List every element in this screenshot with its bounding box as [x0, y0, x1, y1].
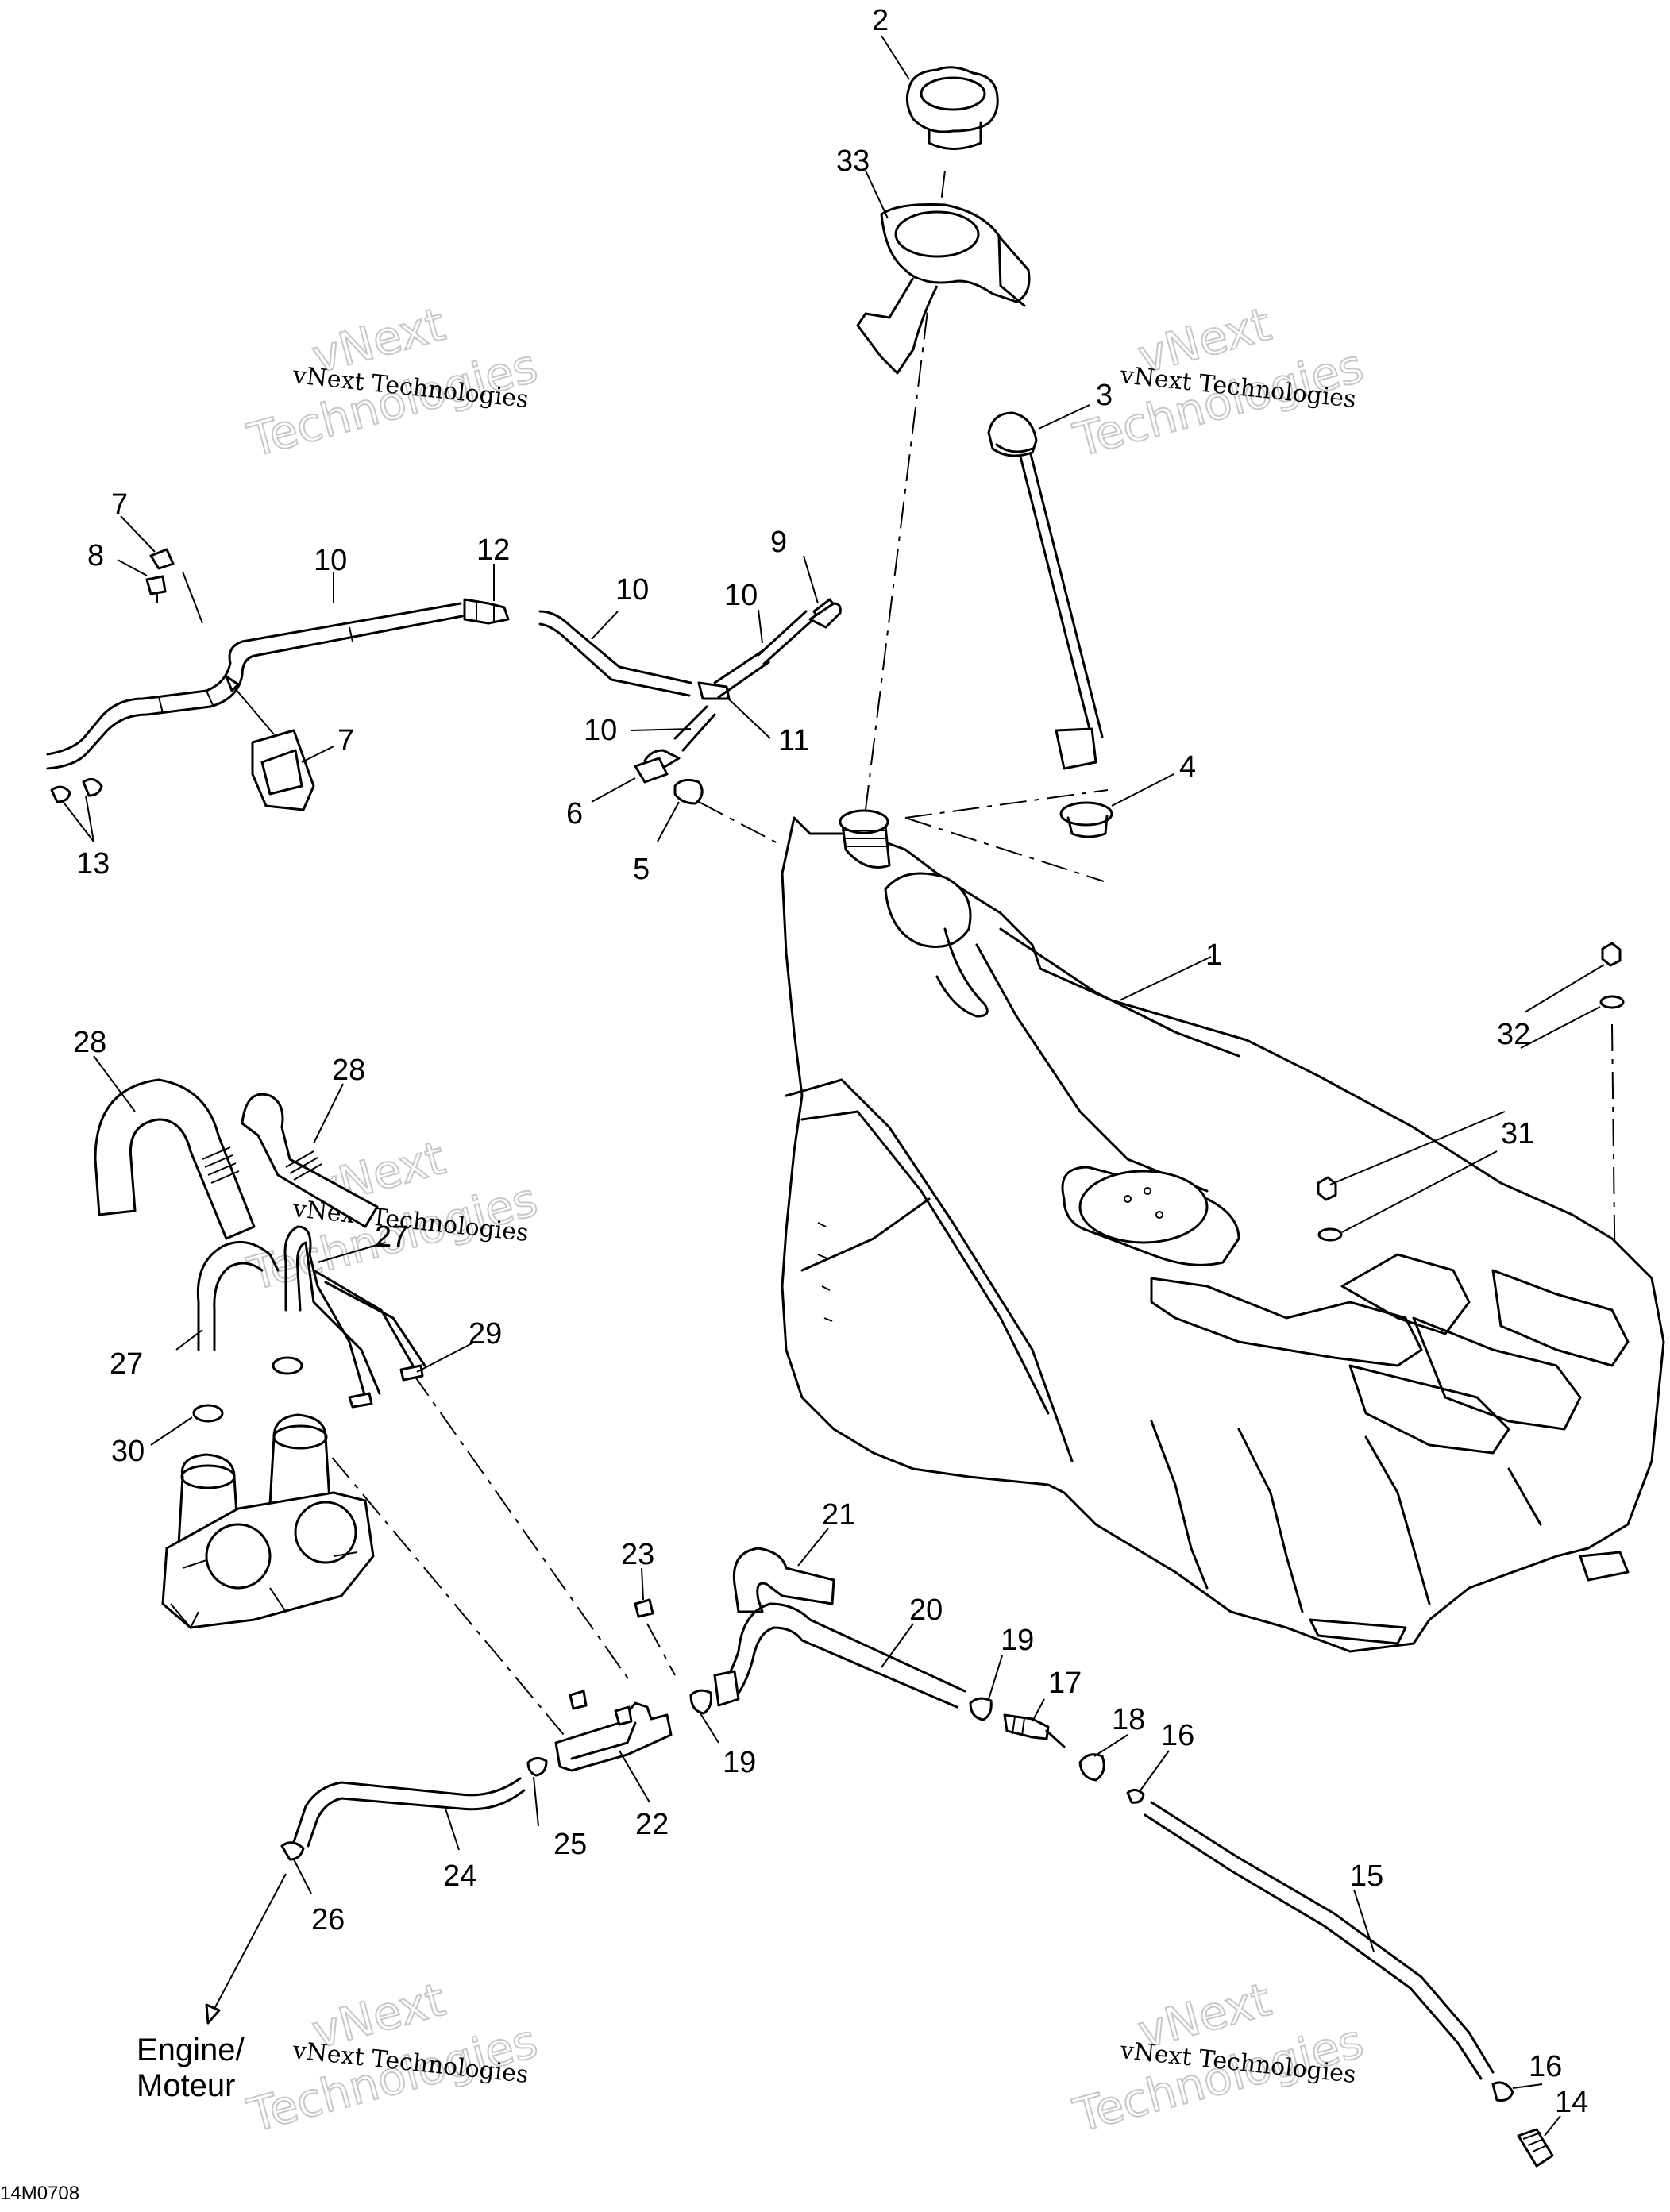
callout-2: 2 — [872, 4, 889, 37]
callout-33: 33 — [836, 145, 870, 178]
callout-31: 31 — [1501, 1117, 1534, 1150]
filler-bracket — [856, 203, 1031, 375]
callout-6: 6 — [566, 797, 583, 830]
callout-1: 1 — [1205, 938, 1222, 972]
callout-28-left: 28 — [73, 1026, 106, 1059]
callout-26: 26 — [311, 1903, 345, 1936]
carburetor-assembly — [94, 1078, 426, 1629]
callout-8: 8 — [87, 539, 104, 572]
diagram-code: 14M0708 — [0, 2183, 79, 2204]
fuel-level-sender — [987, 411, 1113, 838]
callout-10-a: 10 — [314, 544, 347, 577]
callout-7-top: 7 — [111, 488, 128, 522]
callout-22: 22 — [635, 1808, 669, 1841]
vent-hose-assembly — [46, 548, 842, 811]
callout-13: 13 — [76, 847, 110, 881]
callout-9: 9 — [770, 526, 787, 559]
fuel-cap — [905, 66, 999, 150]
tank-hardware — [1317, 942, 1625, 1242]
watermark-group-2: vNext Technologies vNext Technologies — [1067, 296, 1369, 468]
callout-25: 25 — [553, 1828, 587, 1861]
callout-23: 23 — [621, 1538, 654, 1571]
engine-label-line2: Moteur — [137, 2068, 236, 2103]
callout-7-bracket: 7 — [337, 724, 354, 757]
callout-19-a: 19 — [1001, 1624, 1034, 1657]
callout-20: 20 — [909, 1593, 943, 1627]
callout-3: 3 — [1096, 379, 1113, 412]
callout-32: 32 — [1497, 1018, 1530, 1051]
callout-4: 4 — [1179, 750, 1196, 784]
callout-16-b: 16 — [1529, 2050, 1562, 2083]
callout-18: 18 — [1112, 1703, 1145, 1736]
callout-10-b: 10 — [615, 573, 649, 607]
callout-30: 30 — [111, 1435, 145, 1468]
callout-21: 21 — [822, 1498, 855, 1532]
callout-27-right: 27 — [375, 1220, 408, 1254]
callout-10-c: 10 — [724, 579, 758, 612]
callout-19-b: 19 — [723, 1746, 756, 1779]
fuel-tank — [781, 809, 1665, 1653]
watermark-group-5: vNext Technologies vNext Technologies — [241, 1971, 543, 2144]
callout-28-right: 28 — [332, 1054, 365, 1087]
callout-24: 24 — [443, 1859, 476, 1893]
callout-12: 12 — [476, 534, 510, 567]
callout-10-d: 10 — [584, 714, 617, 747]
callout-5: 5 — [633, 853, 650, 886]
callout-16-a: 16 — [1161, 1719, 1194, 1752]
leader-lines — [61, 35, 1605, 2137]
callout-17: 17 — [1048, 1667, 1082, 1700]
callout-labels: 1 2 3 4 5 6 7 7 8 9 10 10 10 10 11 12 13… — [73, 4, 1588, 2119]
watermark-group-1: vNext Technologies vNext Technologies — [241, 296, 543, 468]
callout-27-left: 27 — [110, 1347, 143, 1381]
engine-label-line1: Engine/ — [137, 2033, 245, 2067]
callout-11: 11 — [778, 724, 809, 757]
watermark-group-6: vNext Technologies vNext Technologies — [1067, 1971, 1369, 2144]
callout-15: 15 — [1350, 1859, 1383, 1893]
callout-14: 14 — [1555, 2086, 1588, 2119]
fuel-line-assembly — [205, 1547, 1554, 2168]
callout-29: 29 — [469, 1317, 502, 1351]
